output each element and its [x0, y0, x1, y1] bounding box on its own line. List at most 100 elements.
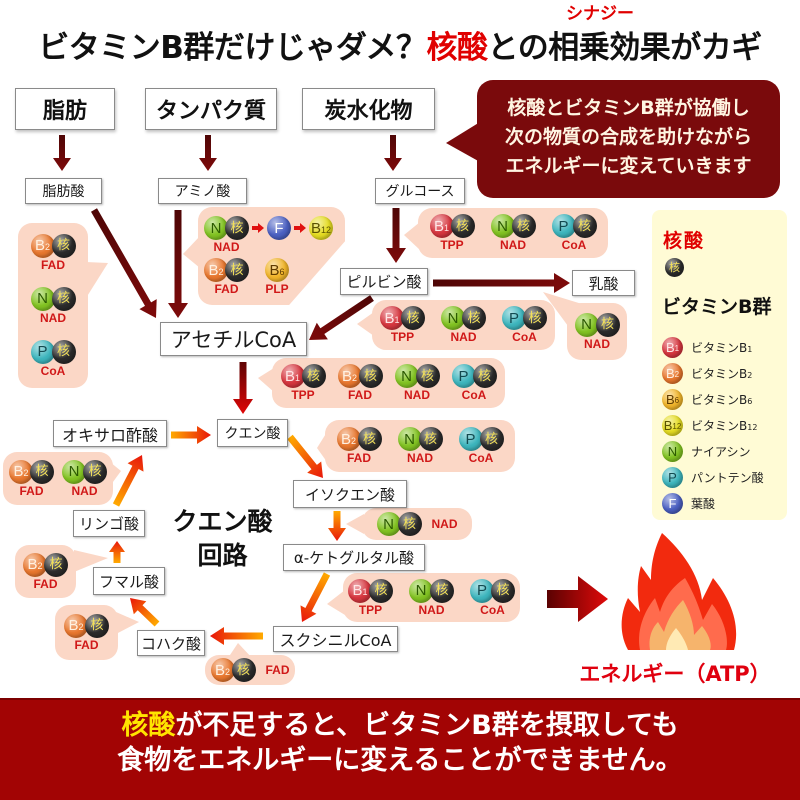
node-malate: リンゴ酸 — [73, 510, 145, 537]
nucleic-acid-ball-icon: 核 — [44, 552, 68, 577]
legend-item-name: ナイアシン — [691, 444, 751, 459]
coenzyme-label: NAD — [418, 602, 445, 617]
legend-nucleic-symbol: 核 — [665, 258, 684, 277]
bubble-tail — [86, 262, 108, 298]
arrow-right-icon — [252, 216, 264, 240]
coenzyme-label: FAD — [74, 637, 99, 652]
nucleic-acid-ball-icon: 核 — [665, 258, 684, 277]
nucleic-acid-ball-icon: 核 — [225, 258, 249, 282]
node-lactate: 乳酸 — [572, 270, 635, 296]
nucleic-acid-ball-icon: 核 — [479, 427, 504, 451]
node-citrate: クエン酸 — [217, 419, 288, 447]
callout-line: エネルギーに変えていきます — [505, 155, 752, 177]
arrow-alpha-ketoglutarate-to-succinyl-coa — [300, 572, 331, 622]
arrow-right-icon — [294, 216, 306, 240]
coenzyme-label: FAD — [41, 257, 65, 272]
coenzyme-label: FAD — [348, 388, 372, 402]
coenzyme-label: PLP — [265, 282, 289, 296]
callout-tail — [446, 122, 480, 162]
vitamin-n-ball-icon: N — [30, 286, 55, 311]
bubble-tail — [404, 222, 420, 250]
nucleic-acid-ball-icon: 核 — [401, 306, 425, 330]
vitamin-n-ball-icon: N — [490, 214, 515, 238]
arrow-pyruvate-to-acetyl-coa — [309, 295, 374, 340]
nucleic-acid-ball-icon: 核 — [418, 427, 443, 451]
coenzyme-label: CoA — [468, 451, 494, 465]
nucleic-acid-ball-icon: 核 — [511, 214, 536, 238]
callout-bubble: 核酸とビタミンB群が協働し 次の物質の合成を助けながら エネルギーに変えていきま… — [477, 80, 780, 198]
legend-item-name: ビタミンB1 — [691, 340, 753, 355]
nucleic-acid-ball-icon: 核 — [30, 459, 54, 484]
coenzyme-label: CoA — [480, 602, 505, 617]
vitamin-p-ball-icon: P — [451, 364, 476, 388]
node-alpha-ketoglutarate: α-ケトグルタル酸 — [283, 544, 425, 571]
nucleic-acid-ball-icon: 核 — [450, 214, 475, 238]
vitamin-p-ball-icon: P — [551, 214, 576, 238]
coenzyme-label: NAD — [40, 310, 66, 325]
coenzyme-label: TPP — [291, 388, 315, 402]
arrow-fatty-acid-to-acetyl-coa — [91, 208, 157, 318]
arrow-to-energy — [547, 576, 608, 622]
nucleic-acid-ball-icon: 核 — [369, 578, 393, 603]
nucleic-acid-ball-icon: 核 — [397, 512, 422, 536]
bubble-tail — [74, 550, 108, 572]
arrow-glucose-to-pyruvate — [386, 208, 406, 263]
coenzyme-label: NAD — [431, 517, 458, 531]
bubble-tail — [228, 643, 252, 658]
coenzyme-label: CoA — [512, 330, 537, 344]
arrow-succinyl-coa-to-succinate — [210, 627, 263, 645]
nucleic-acid-ball-icon: 核 — [415, 364, 440, 388]
arrow-carbohydrate-to-glucose — [384, 135, 402, 171]
title-ruby: シナジー — [566, 4, 634, 24]
legend-nucleic-title: 核酸 — [663, 230, 706, 252]
coenzyme-label: TPP — [440, 238, 464, 252]
arrow-isocitrate-to-alpha-ketoglutarate — [328, 511, 346, 541]
arrow-citrate-to-isocitrate — [287, 434, 323, 478]
coenzyme-label: FAD — [347, 451, 371, 465]
coenzyme-label: FAD — [19, 483, 44, 498]
coenzyme-item: F — [267, 216, 291, 240]
source-fat: 脂肪 — [15, 88, 115, 130]
